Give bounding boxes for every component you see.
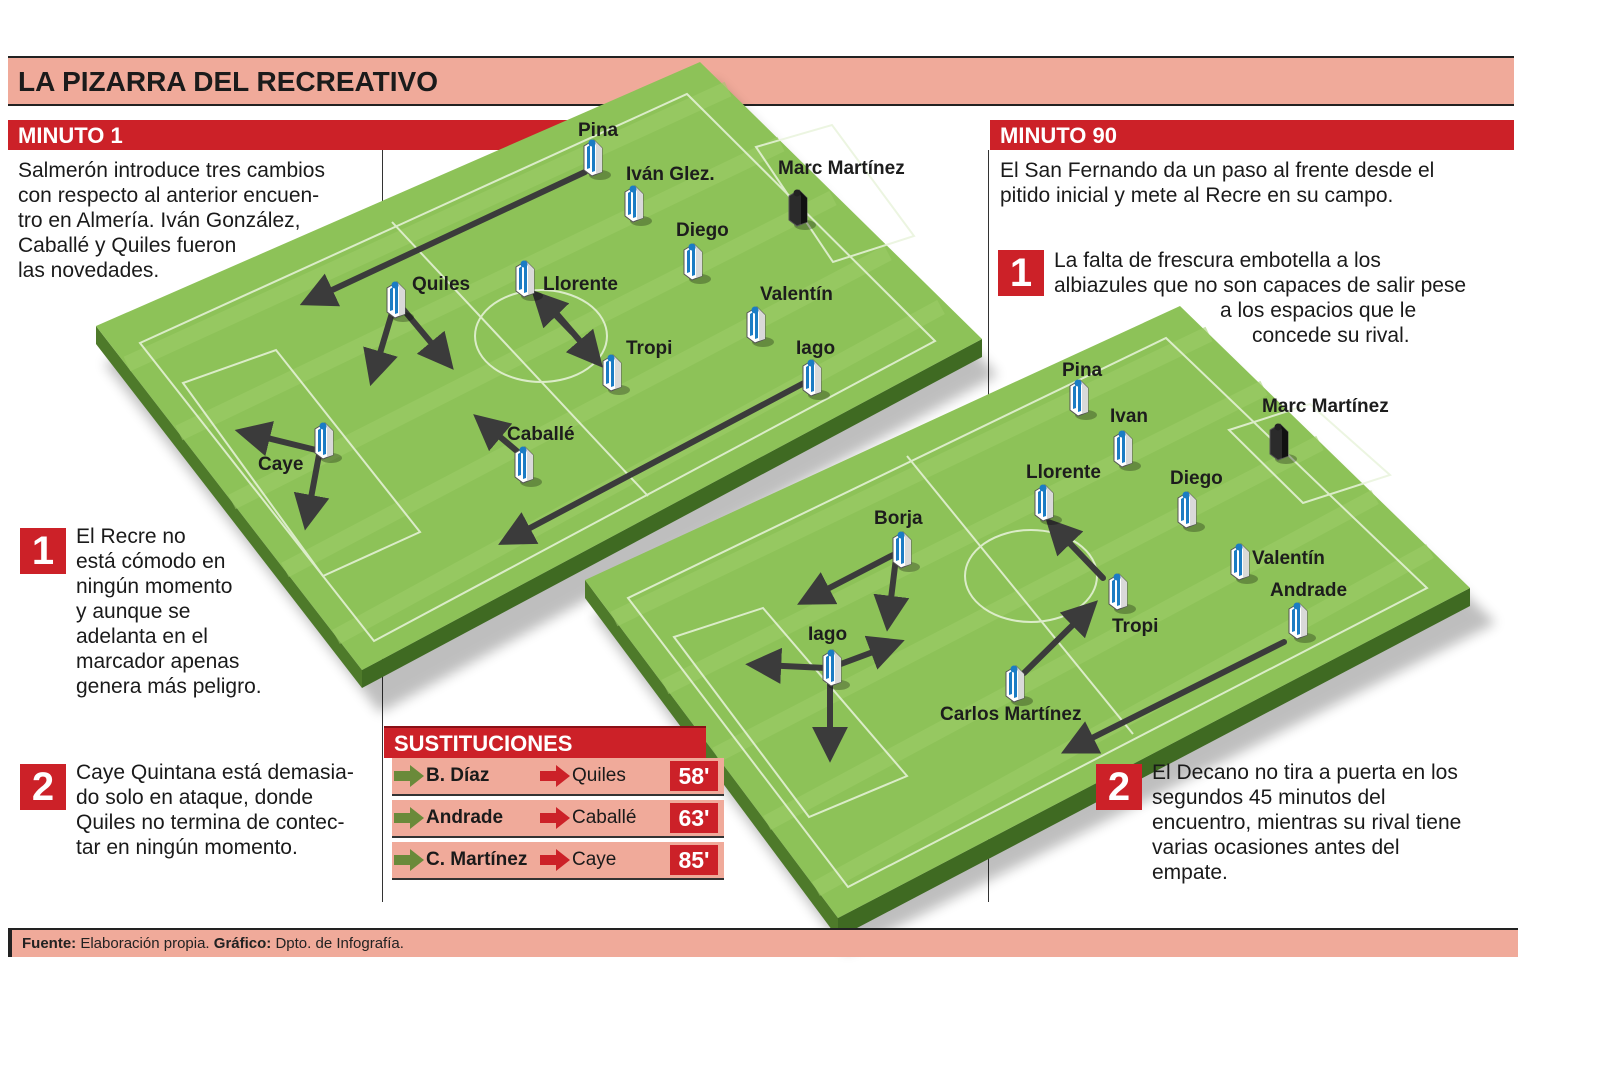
pitch-minute90 [585,306,1496,953]
minute90-point2-text: El Decano no tira a puerta en los segund… [1152,761,1462,884]
pitch-minute1 [96,62,998,713]
minute1-point1-text: El Recre no está cómodo en ningún moment… [76,525,262,698]
minute1-point2-number: 2 [20,764,66,810]
arrow-out-icon [540,765,570,787]
substitution-row: B. Díaz Quiles 58' [392,758,724,796]
arrow-in-icon [394,807,424,829]
substitution-row: C. Martínez Caye 85' [392,842,724,880]
substitutions-header: SUSTITUCIONES [384,726,706,758]
footer-credits: Fuente: Elaboración propia. Gráfico: Dpt… [8,928,1518,957]
arrow-in-icon [394,849,424,871]
minute90-point1-text: La falta de frescura embotella a los alb… [1054,249,1467,347]
minute90-point2-number: 2 [1096,764,1142,810]
substitution-row: Andrade Caballé 63' [392,800,724,838]
arrow-out-icon [540,807,570,829]
movement-arrows-minute1 [234,169,807,545]
minute90-intro: El San Fernando da un paso al frente des… [1000,159,1435,207]
arrow-out-icon [540,849,570,871]
arrow-in-icon [394,765,424,787]
title-bar: LA PIZARRA DEL RECREATIVO [8,56,1514,106]
page-title: LA PIZARRA DEL RECREATIVO [18,66,439,97]
minute1-header: MINUTO 1 [8,120,584,150]
minute90-header: MINUTO 90 [990,120,1514,150]
minute90-point1-number: 1 [998,250,1044,296]
minute1-intro: Salmerón introduce tres cambios con resp… [18,159,325,282]
minute1-point1-number: 1 [20,528,66,574]
minute1-point2-text: Caye Quintana está demasia- do solo en a… [76,761,354,859]
